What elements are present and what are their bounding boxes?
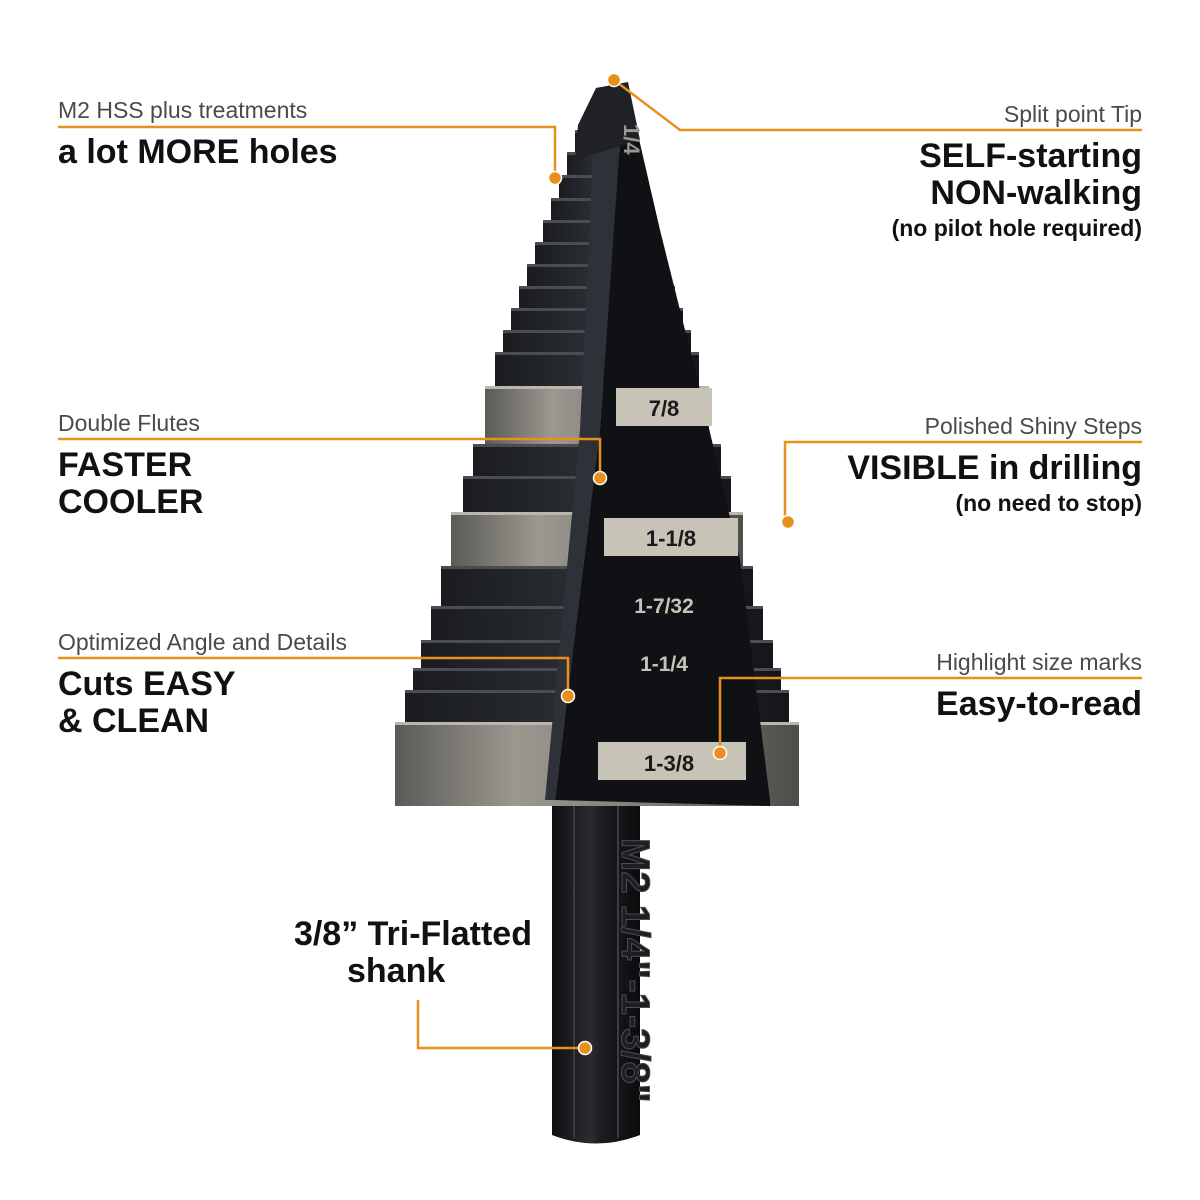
size-mark-1-1-4: 1-1/4 [640,653,688,676]
tip-line2: NON-walking [930,174,1142,212]
material-headline: a lot MORE holes [58,133,338,171]
size-mark-1-1-8: 1-1/8 [604,518,738,556]
size-mark-text: 1-3/8 [644,751,694,776]
angle-label: Optimized Angle and Details [58,629,347,655]
shank-engraving: M2 1/4"-1-3/8" [613,838,657,1103]
shank-line1: 3/8” Tri-Flatted [293,915,532,953]
steps-headline: VISIBLE in drilling [847,449,1142,487]
marks-label: Highlight size marks [936,649,1142,675]
size-mark-text: 7/8 [649,396,680,421]
tip-label: Split point Tip [1003,101,1142,127]
flutes-line1: FASTER [58,446,193,484]
tip-note: (no pilot hole required) [891,215,1142,241]
marks-headline: Easy-to-read [936,685,1142,723]
flute [545,84,770,806]
flutes-line2: COOLER [58,483,204,521]
callout-leaders [58,79,1142,1050]
size-mark-1-7-32: 1-7/32 [634,595,694,618]
tip-size-mark: 1/4 [619,124,644,155]
split-point-tip [575,82,640,160]
size-mark-text: 1-1/8 [646,526,696,551]
angle-line1: Cuts EASY [58,665,236,703]
shank: M2 1/4"-1-3/8" [552,800,658,1144]
material-label: M2 HSS plus treatments [58,97,308,123]
callout-dots [547,72,796,1056]
angle-line2: & CLEAN [58,702,210,740]
size-mark-7-8: 7/8 [616,388,712,426]
flutes-label: Double Flutes [58,410,200,436]
steps-label: Polished Shiny Steps [924,413,1142,439]
shank-line2: shank [347,952,446,990]
tip-line1: SELF-starting [919,137,1142,175]
steps-note: (no need to stop) [955,490,1142,516]
